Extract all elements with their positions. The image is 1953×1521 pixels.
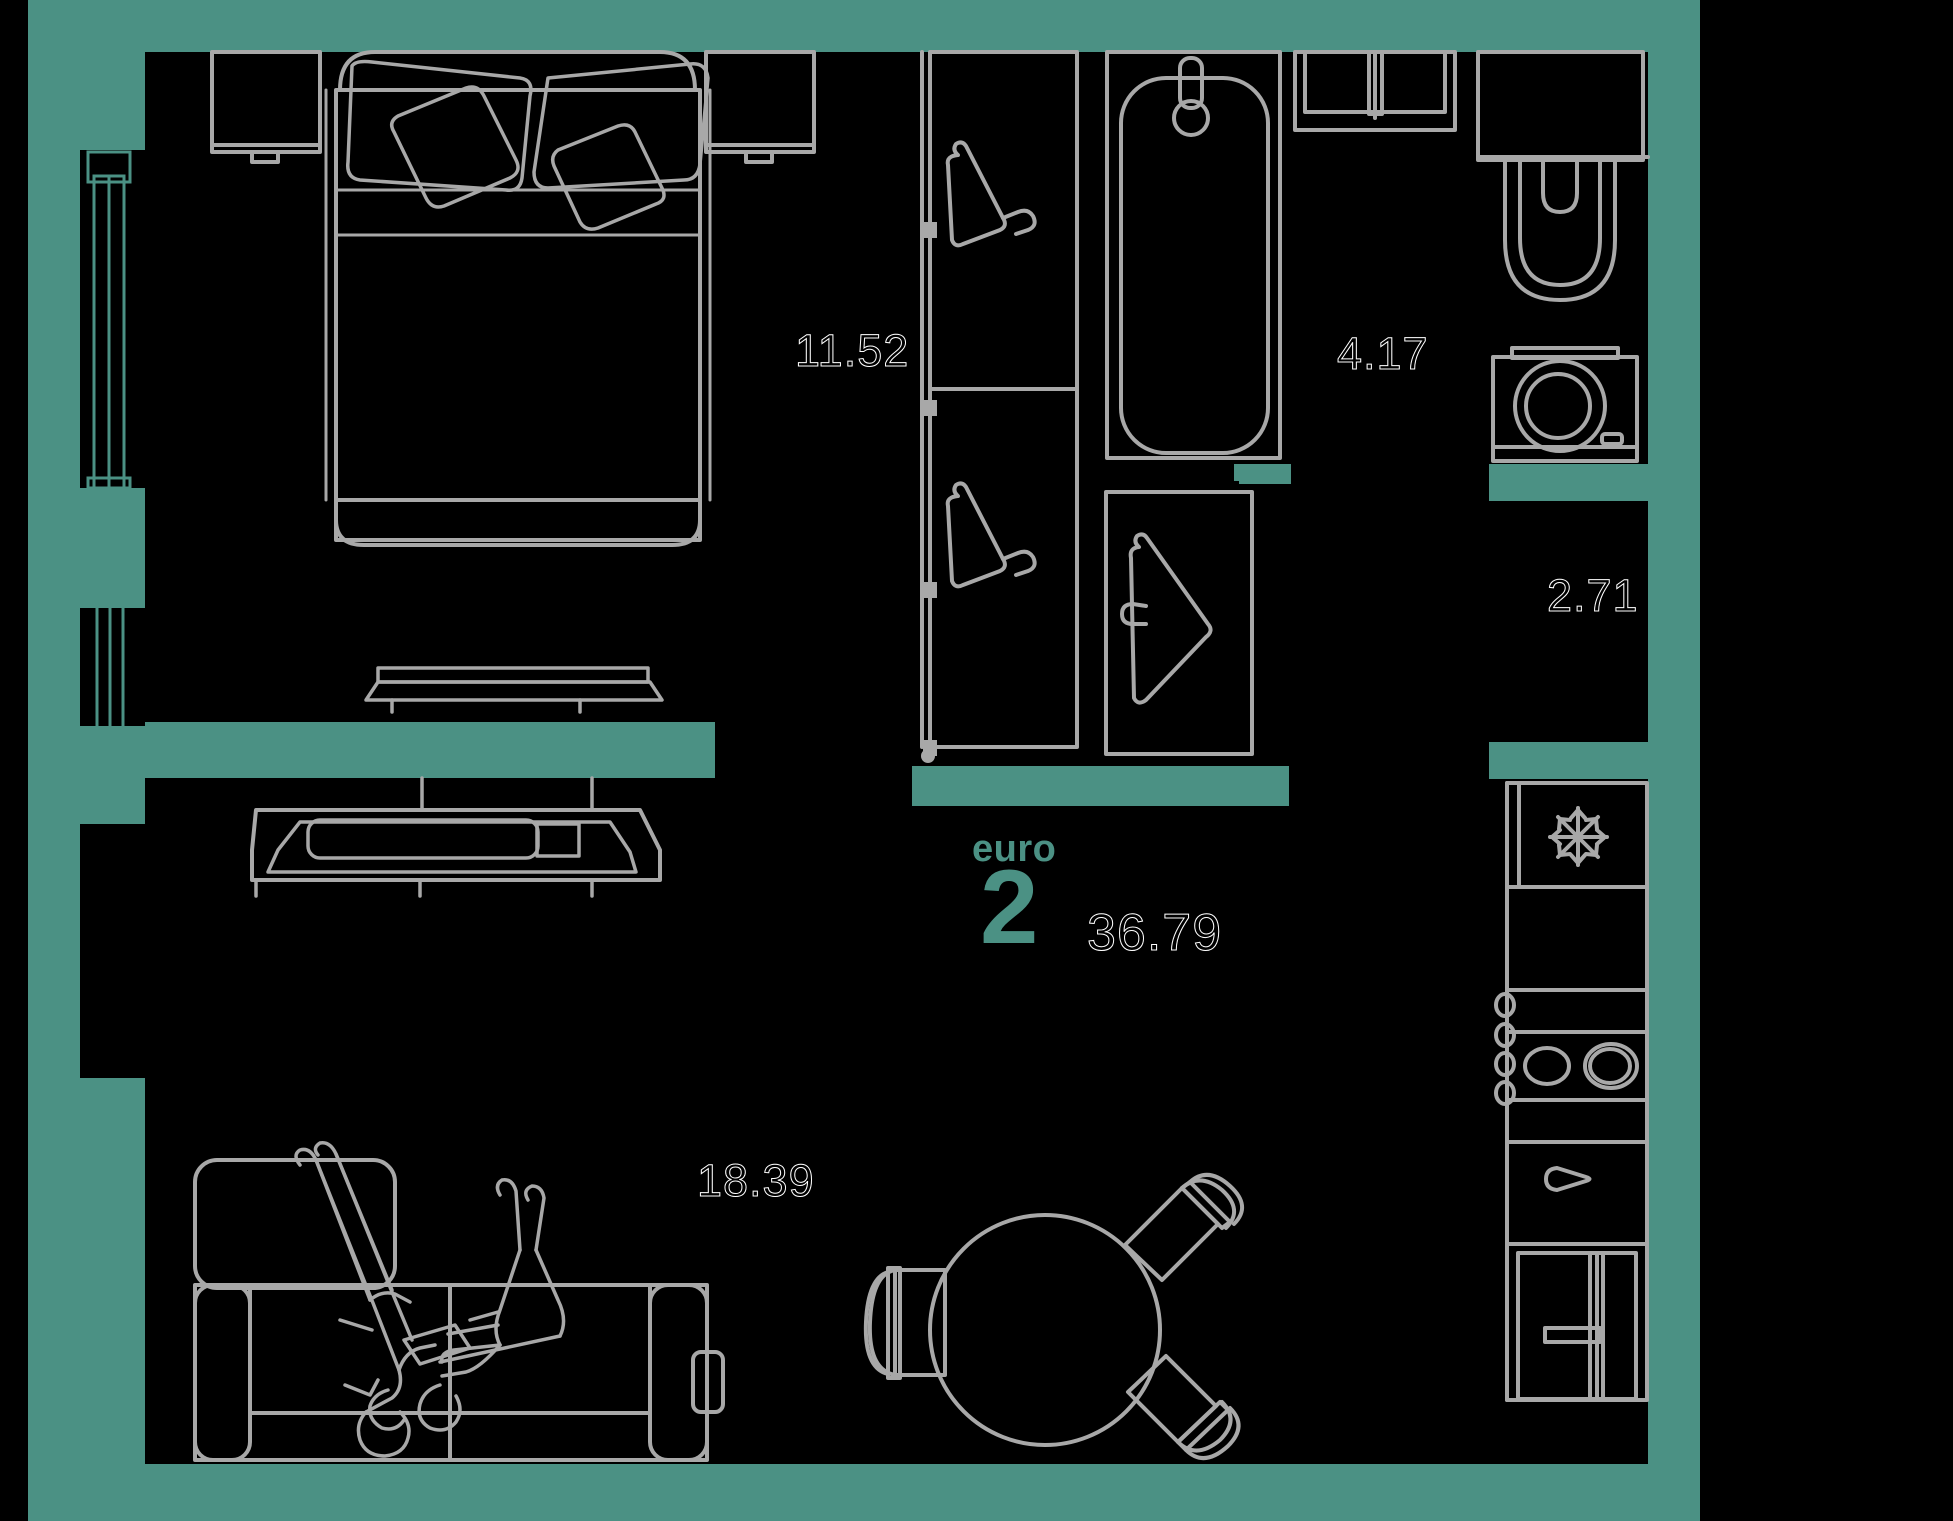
area-label-bathroom: 4.17 [1337,328,1429,380]
kitchen-units [1494,781,1649,1402]
exterior-wall-left-bottom [28,1078,145,1521]
dining-chair-bottom-right [1126,1354,1241,1460]
dining-table [928,1213,1162,1447]
tv-console [364,666,664,714]
snowflake-icon [1548,806,1609,867]
total-area-label: 36.79 [1086,904,1223,963]
door-markers [921,222,937,763]
exterior-wall-left-mid2 [28,608,80,726]
washing-machine [1491,346,1639,463]
bathroom-fixtures [1104,50,1650,756]
window-group [86,150,132,820]
desk [250,776,662,898]
area-label-living-kitchen: 18.39 [697,1155,815,1207]
dining-chair-top-right [1123,1173,1244,1282]
dining-chair-left [863,1266,947,1380]
door-hinge [921,749,935,763]
interior-wall-bedroom-living [145,722,715,778]
refrigerator [1505,781,1649,889]
interior-wall-bath-stub3 [1239,464,1291,484]
wardrobe-group [920,50,1079,749]
window-left-lower [86,486,132,820]
sofa [193,1283,725,1462]
exterior-wall-left-upper [28,150,80,488]
door-jamb-2 [923,400,937,416]
interior-wall-hall-right [1663,464,1700,779]
wall-cabinet [1293,50,1457,132]
window-left-upper [86,150,132,510]
living-room-furniture [193,1140,1244,1462]
bathtub [1105,50,1282,460]
exterior-wall-left-top [28,0,145,150]
area-label-hall: 2.71 [1547,570,1639,622]
exterior-wall-top [28,0,1700,52]
door-jamb-1 [923,222,937,238]
layout-name-label: euro [972,828,1057,870]
person-lying-a [294,1140,437,1458]
exterior-wall-bottom [28,1464,1700,1521]
exterior-wall-left-lower [28,824,80,1078]
rooms-count-badge: 2 [980,849,1039,966]
interior-wall-corridor-bottom [912,766,1289,806]
door-jamb-3 [923,582,937,598]
bed [324,50,712,547]
person-lying-b [368,1177,566,1432]
wardrobe-lower [920,387,1079,749]
nightstand-left [210,50,322,164]
wall-group [28,0,1700,1521]
area-label-bedroom: 11.52 [794,325,910,377]
toilet [1476,50,1650,302]
bedroom-furniture [210,50,816,898]
shower-door-arc [1104,490,1254,756]
